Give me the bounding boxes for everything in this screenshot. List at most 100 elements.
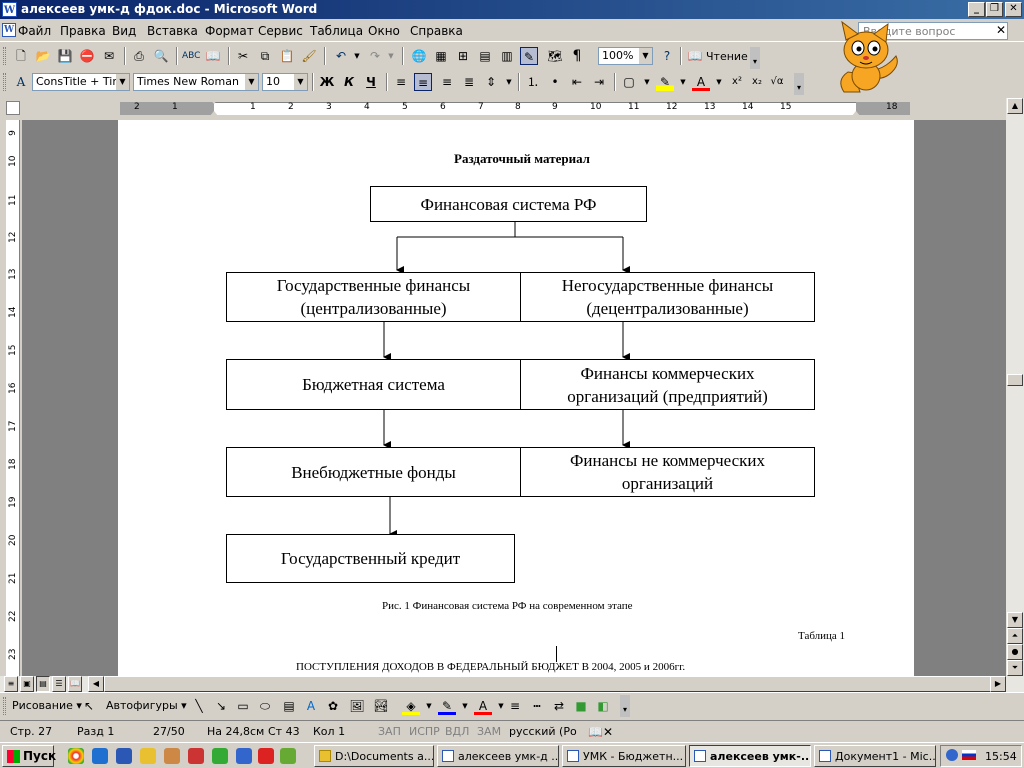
close-button[interactable]: ✕: [1005, 2, 1022, 17]
close-document-icon[interactable]: ✕: [996, 23, 1007, 37]
help-icon[interactable]: ?: [663, 49, 671, 63]
start-button[interactable]: Пуск: [2, 745, 56, 767]
web-layout-view-icon[interactable]: ▣: [20, 676, 34, 692]
drawing-menu[interactable]: Рисование ▾: [12, 699, 82, 712]
previous-page-icon[interactable]: ⏶: [1007, 628, 1023, 644]
dash-style-icon[interactable]: ┅: [533, 699, 541, 713]
borders-dropdown-icon[interactable]: ▼: [644, 78, 650, 86]
align-center-icon[interactable]: ≡: [414, 73, 432, 91]
menu-file[interactable]: Файл: [18, 24, 52, 38]
subscript-icon[interactable]: x₂: [752, 76, 762, 87]
status-track-changes[interactable]: ИСПР: [409, 725, 440, 738]
program-icon[interactable]: [164, 748, 180, 764]
app-icon[interactable]: [188, 748, 204, 764]
next-page-icon[interactable]: ⏷: [1007, 660, 1023, 676]
status-overtype[interactable]: ЗАМ: [477, 725, 502, 738]
undo-dropdown-icon[interactable]: ▼: [354, 52, 360, 60]
line-spacing-icon[interactable]: ⇕: [485, 75, 497, 89]
borders-icon[interactable]: ▢: [623, 75, 635, 89]
tab-selector[interactable]: [6, 101, 20, 115]
diagram-node-root[interactable]: Финансовая система РФ: [370, 186, 647, 222]
menu-tools[interactable]: Сервис: [258, 24, 303, 38]
document-workspace[interactable]: Раздаточный материал Финансовая система …: [22, 120, 1006, 676]
acrobat-icon[interactable]: [258, 748, 274, 764]
horizontal-scrollbar[interactable]: ≡ ▣ ▤ ☰ 📖 ◀ ▶: [0, 676, 1024, 692]
arrow-style-icon[interactable]: ⇄: [553, 699, 565, 713]
rectangle-icon[interactable]: ▭: [237, 699, 249, 713]
zoom-select[interactable]: 100%▼: [598, 47, 653, 65]
left-indent-marker[interactable]: [209, 111, 219, 117]
document-icon[interactable]: W: [2, 23, 16, 37]
decrease-indent-icon[interactable]: ⇤: [571, 75, 583, 89]
chevron-down-icon[interactable]: ▼: [245, 74, 258, 90]
diagram-node-noncommercial-finance[interactable]: Финансы не коммерческих организаций: [520, 447, 815, 497]
toolbar-grip[interactable]: [3, 73, 6, 91]
chevron-down-icon[interactable]: ▼: [294, 74, 307, 90]
font-select[interactable]: Times New Roman▼: [133, 73, 259, 91]
print-preview-icon[interactable]: 🔍: [153, 49, 169, 63]
picture-icon[interactable]: 🏞: [373, 699, 389, 713]
app-icon[interactable]: [280, 748, 296, 764]
diagram-icon[interactable]: ✿: [327, 699, 339, 713]
toolbar-options-icon[interactable]: ▾: [620, 695, 630, 717]
app-icon[interactable]: [236, 748, 252, 764]
line-color-icon[interactable]: ✎: [438, 697, 456, 715]
right-indent-marker[interactable]: [851, 111, 861, 117]
menu-help[interactable]: Справка: [410, 24, 463, 38]
menu-window[interactable]: Окно: [368, 24, 400, 38]
select-objects-icon[interactable]: ↖: [83, 699, 95, 713]
status-position[interactable]: На 24,8см: [207, 725, 265, 738]
ie-icon[interactable]: [92, 748, 108, 764]
read-mode-label[interactable]: Чтение: [706, 50, 748, 63]
select-browse-object-icon[interactable]: ●: [1007, 644, 1023, 660]
line-style-icon[interactable]: ≡: [509, 699, 521, 713]
menu-view[interactable]: Вид: [112, 24, 137, 38]
bold-icon[interactable]: Ж: [319, 75, 335, 89]
horizontal-ruler[interactable]: 2 1 1 2 3 4 5 6 7 8 9 10 11 12 13 14 15 …: [0, 98, 1024, 120]
minimize-button[interactable]: _: [968, 2, 985, 17]
menu-insert[interactable]: Вставка: [147, 24, 198, 38]
justify-icon[interactable]: ≣: [463, 75, 475, 89]
print-layout-view-icon[interactable]: ▤: [36, 676, 50, 692]
align-right-icon[interactable]: ≡: [441, 75, 453, 89]
bullets-icon[interactable]: •: [551, 75, 559, 89]
autoshapes-menu[interactable]: Автофигуры ▾: [106, 699, 187, 712]
chevron-down-icon[interactable]: ▼: [639, 48, 652, 64]
new-icon[interactable]: 🗋: [16, 49, 26, 63]
numbering-icon[interactable]: ⒈: [526, 75, 539, 89]
chrome-icon[interactable]: [68, 748, 84, 764]
spelling-status-icon[interactable]: 📖✕: [588, 725, 613, 739]
word-app-icon[interactable]: W: [2, 2, 17, 17]
redo-icon[interactable]: ↷: [369, 49, 381, 63]
task-word-doc-3[interactable]: Документ1 - Mic...: [814, 745, 936, 767]
status-page[interactable]: Стр. 27: [10, 725, 53, 738]
toolbar-options-icon[interactable]: ▾: [794, 73, 804, 95]
status-pages[interactable]: 27/50: [153, 725, 185, 738]
menu-format[interactable]: Формат: [205, 24, 254, 38]
font-color-icon[interactable]: A: [692, 73, 710, 91]
highlight-dropdown-icon[interactable]: ▼: [680, 78, 686, 86]
spelling-icon[interactable]: ABC: [182, 51, 201, 61]
show-formatting-icon[interactable]: ¶: [572, 48, 582, 64]
scroll-up-icon[interactable]: ▲: [1007, 98, 1023, 114]
menu-table[interactable]: Таблица: [310, 24, 364, 38]
diagram-node-public-finance[interactable]: Государственные финансы (централизованны…: [226, 272, 521, 322]
diagram-node-private-finance[interactable]: Негосударственные финансы (децентрализов…: [520, 272, 815, 322]
diagram-node-commercial-finance[interactable]: Финансы коммерческих организаций (предпр…: [520, 359, 815, 410]
toolbar-grip[interactable]: [3, 47, 6, 65]
font-size-select[interactable]: 10▼: [262, 73, 308, 91]
status-extend[interactable]: ВДЛ: [445, 725, 470, 738]
clipart-icon[interactable]: 🖼: [349, 699, 365, 713]
h-scroll-thumb[interactable]: [104, 676, 994, 692]
undo-icon[interactable]: ↶: [335, 49, 347, 63]
task-word-doc-active[interactable]: алексеев умк-...: [689, 745, 811, 767]
tables-borders-icon[interactable]: ▦: [435, 49, 447, 63]
restore-button[interactable]: ❐: [986, 2, 1003, 17]
word-quicklaunch-icon[interactable]: [116, 748, 132, 764]
save-icon[interactable]: 💾: [57, 49, 73, 63]
format-painter-icon[interactable]: 🖌: [301, 49, 317, 63]
chevron-down-icon[interactable]: ▼: [116, 74, 129, 90]
diagram-node-extrabudgetary-funds[interactable]: Внебюджетные фонды: [226, 447, 521, 497]
highlight-icon[interactable]: ✎: [656, 73, 674, 91]
redo-dropdown-icon[interactable]: ▼: [388, 52, 394, 60]
